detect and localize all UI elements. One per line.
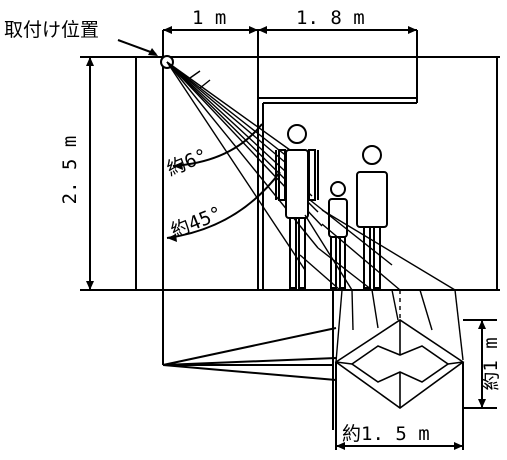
- person-child: [328, 181, 348, 289]
- floor-width-dimension: [335, 362, 464, 450]
- floor-depth-label: 約1 m: [480, 337, 502, 390]
- mount-position-arrowhead: [148, 48, 158, 56]
- width-far-label: 1. 8 m: [296, 7, 365, 29]
- height-dimension: [86, 57, 94, 290]
- floor-depth-dimension: [463, 319, 497, 409]
- angle-wide-arrowhead: [167, 234, 177, 242]
- angle-wide-label: 約45°: [168, 202, 226, 242]
- angle-narrow-arrowhead: [173, 162, 183, 170]
- top-dimension: [162, 26, 418, 98]
- height-label: 2. 5 m: [59, 136, 81, 205]
- angle-wide-arc: [166, 171, 281, 239]
- mount-position-leader: [117, 39, 157, 55]
- person-adult: [356, 145, 388, 289]
- floor-detection-area: [334, 319, 465, 409]
- projection-lines: [299, 199, 464, 363]
- angle-narrow-arc: [172, 123, 263, 167]
- angle-narrow-label: 約6°: [164, 145, 211, 181]
- person-adult-tall: [275, 124, 319, 289]
- width-near-label: 1 m: [192, 7, 226, 29]
- mount-position-label: 取付け位置: [4, 19, 99, 41]
- plan-projection: [162, 290, 337, 430]
- floor-width-label: 約1. 5 m: [342, 423, 430, 445]
